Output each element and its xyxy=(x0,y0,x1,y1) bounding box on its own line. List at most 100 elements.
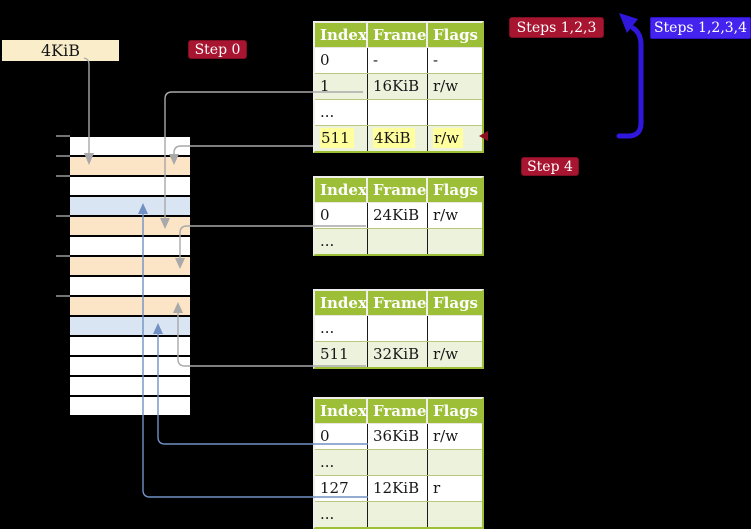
cell-value: r/w xyxy=(433,345,459,363)
arrow-l4-entry511-recursive xyxy=(169,145,313,165)
table-row: ... xyxy=(315,449,482,475)
table-cell xyxy=(368,100,428,125)
column-header-frame: Frame xyxy=(368,291,428,315)
column-header-frame: Frame xyxy=(368,23,428,47)
column-header-index: Index xyxy=(315,178,368,202)
cell-value: 127 xyxy=(320,479,349,497)
table-row: 127 12KiB r xyxy=(315,475,482,501)
cell-value: 32KiB xyxy=(373,345,420,363)
column-header-index: Index xyxy=(315,23,368,47)
column-header-flags: Flags xyxy=(433,294,478,312)
table-cell xyxy=(428,100,482,125)
cell-value: 1 xyxy=(320,77,330,95)
table-cell: r/w xyxy=(428,126,482,151)
table-cell xyxy=(368,450,428,475)
column-header-frame: Frame xyxy=(368,399,428,423)
memory-frame-row-peach xyxy=(70,255,190,275)
frame-address-box: 4KiB xyxy=(2,40,119,61)
memory-frame-row-white xyxy=(70,175,190,195)
step0-badge: Step 0 xyxy=(188,40,247,59)
cell-value: ... xyxy=(320,505,335,523)
table-cell: ... xyxy=(315,229,368,254)
cell-value: r/w xyxy=(433,427,459,445)
table-row: 0 - - xyxy=(315,47,482,73)
steps-1234-badge: Steps 1,2,3,4 xyxy=(650,17,751,39)
table-cell xyxy=(428,229,482,254)
cell-value: r xyxy=(433,479,441,497)
table-cell: 0 xyxy=(315,48,368,73)
table-cell: ... xyxy=(315,502,368,527)
physical-memory-column xyxy=(70,135,190,417)
memory-frame-row-blue xyxy=(70,315,190,335)
memory-frame-row-white xyxy=(70,355,190,375)
cell-value: 0 xyxy=(320,51,330,69)
memory-frame-row-white xyxy=(70,135,190,155)
column-header-flags: Flags xyxy=(433,181,478,199)
cell-value: 36KiB xyxy=(373,427,420,445)
table-cell: 36KiB xyxy=(368,424,428,449)
cell-value: ... xyxy=(320,319,335,337)
table-row: 0 24KiB r/w xyxy=(315,202,482,228)
memory-frame-row-peach xyxy=(70,215,190,235)
table-cell: 511 xyxy=(315,126,368,151)
table-cell: r xyxy=(428,476,482,501)
cell-value: 0 xyxy=(320,427,330,445)
column-header-index: Index xyxy=(315,291,368,315)
table-cell: r/w xyxy=(428,203,482,228)
memory-frame-row-white xyxy=(70,235,190,255)
table-cell xyxy=(368,316,428,341)
table-row: ... xyxy=(315,501,482,527)
table-cell: ... xyxy=(315,100,368,125)
table-cell: - xyxy=(428,48,482,73)
cell-value: ... xyxy=(320,232,335,250)
table-cell: 16KiB xyxy=(368,74,428,99)
cell-value: 16KiB xyxy=(373,77,420,95)
table-cell xyxy=(428,316,482,341)
column-header-flags: Flags xyxy=(433,402,478,420)
table-cell xyxy=(368,229,428,254)
table-cell: r/w xyxy=(428,424,482,449)
table-cell xyxy=(368,502,428,527)
table-row: ... xyxy=(315,315,482,341)
memory-frame-row-white xyxy=(70,335,190,355)
table-cell: ... xyxy=(315,316,368,341)
memory-frame-row-blue xyxy=(70,195,190,215)
memory-frame-row-peach xyxy=(70,295,190,315)
table-row: 1 16KiB r/w xyxy=(315,73,482,99)
cell-value: 12KiB xyxy=(373,479,420,497)
table-cell: - xyxy=(368,48,428,73)
table-cell: 12KiB xyxy=(368,476,428,501)
table-row: ... xyxy=(315,99,482,125)
column-header-index: Index xyxy=(315,399,368,423)
memory-frame-row-white xyxy=(70,375,190,395)
column-header-frame: Frame xyxy=(368,178,428,202)
cell-value: - xyxy=(433,51,439,69)
memory-frame-row-white xyxy=(70,275,190,295)
cell-value: r/w xyxy=(433,77,459,95)
table-cell: 0 xyxy=(315,203,368,228)
step4-badge: Step 4 xyxy=(521,157,579,176)
cell-value: - xyxy=(373,51,379,69)
cell-value: 511 xyxy=(320,345,349,363)
recursive-loop-arrow xyxy=(616,13,644,139)
table-row: 0 36KiB r/w xyxy=(315,423,482,449)
memory-frame-row-white xyxy=(70,395,190,415)
cell-value: 4KiB xyxy=(373,128,415,148)
table-cell: 32KiB xyxy=(368,342,428,367)
table-cell: ... xyxy=(315,450,368,475)
table-cell: 127 xyxy=(315,476,368,501)
memory-tick-marks xyxy=(56,135,70,297)
cell-value: 24KiB xyxy=(373,206,420,224)
cell-value: ... xyxy=(320,103,335,121)
table-cell: r/w xyxy=(428,342,482,367)
table-cell: r/w xyxy=(428,74,482,99)
table-cell: 1 xyxy=(315,74,368,99)
table-cell xyxy=(428,502,482,527)
